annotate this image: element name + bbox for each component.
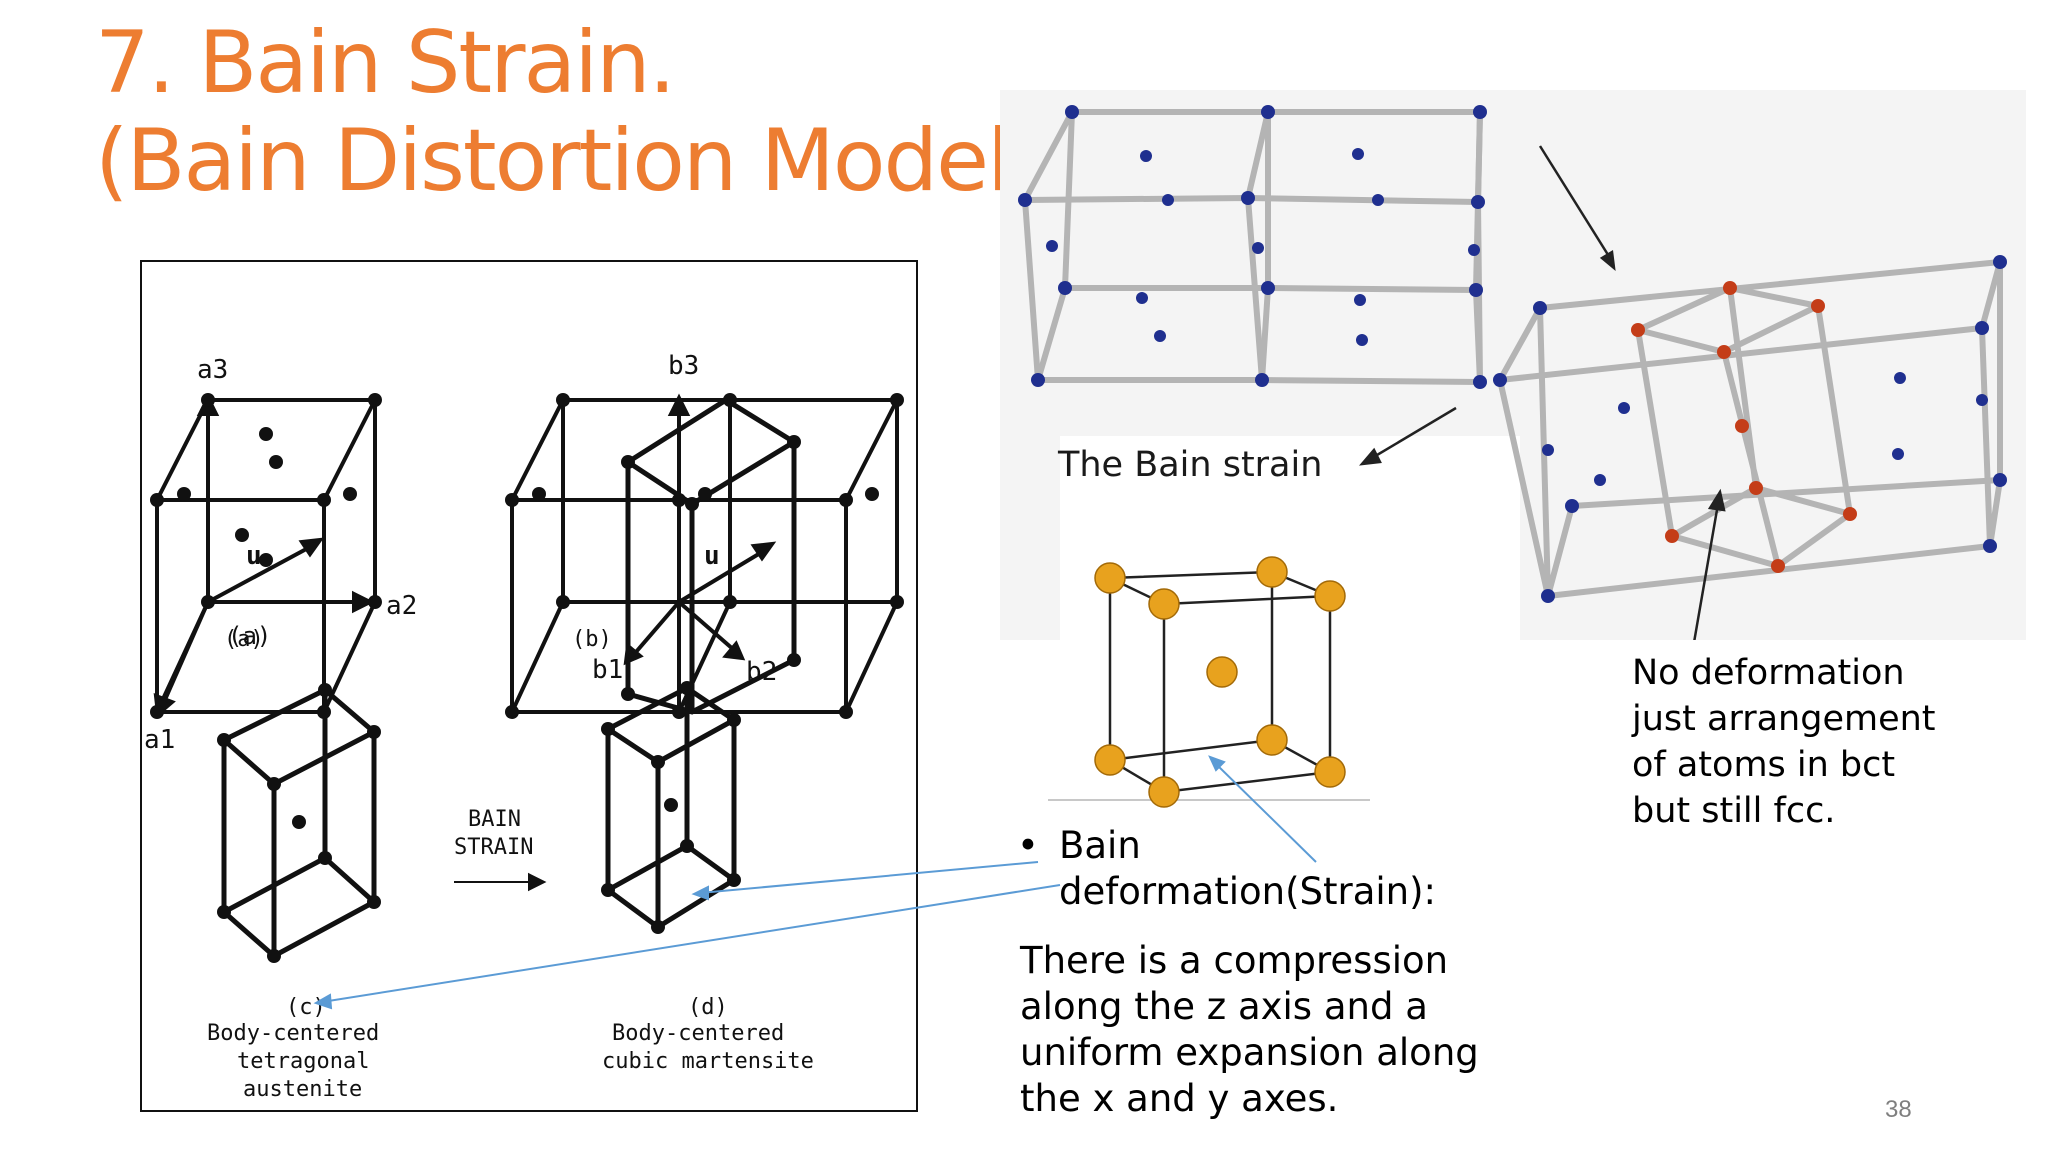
vector-a1 — [162, 601, 210, 703]
bullet-line-1: Bain — [1059, 824, 1141, 867]
note-line-3: of atoms in bct — [1632, 745, 1896, 785]
description-line-4: the x and y axes. — [1020, 1077, 1339, 1120]
fcc-lattice-figure — [1000, 90, 2026, 655]
cube-c-top — [219, 687, 379, 788]
label-a1: a1 — [144, 725, 175, 755]
caption-c-line-3: austenite — [243, 1077, 362, 1102]
vector-a2-head — [352, 590, 375, 614]
panel-a-text: (a) — [224, 627, 264, 652]
vector-u-head — [298, 537, 325, 558]
strain-description: There is a compression along the z axis … — [1020, 938, 1479, 1122]
bullet-line-2: deformation(Strain): — [1059, 870, 1437, 913]
caption-c-line-1: Body-centered — [207, 1021, 379, 1046]
label-u-b: u — [704, 541, 720, 571]
bct-top — [623, 397, 799, 507]
arrow-to-small-cell — [1371, 406, 1457, 460]
fcc-lattice-svg — [1000, 90, 2026, 655]
bullet-text: Bain deformation(Strain): — [1059, 823, 1436, 915]
page-number: 38 — [1885, 1096, 1912, 1123]
bcc-unit-cell-svg — [1048, 556, 1370, 808]
vector-b2 — [677, 600, 736, 652]
bain-strain-arrow-head — [528, 872, 547, 892]
bcc-top-face — [1109, 570, 1331, 606]
caption-d-line-2: cubic martensite — [602, 1049, 814, 1074]
cube-b-edges — [510, 399, 899, 713]
panel-b-text: (b) — [572, 627, 612, 652]
vector-u-b-head — [750, 541, 777, 562]
bct-inner-vertical-bars — [1635, 285, 1853, 569]
bain-strain-caption: The Bain strain — [1058, 445, 1323, 485]
slide-title-line-2: (Bain Distortion Model) — [95, 111, 1042, 211]
arrow-to-small-cell-head — [1358, 447, 1382, 466]
arrow-to-bct-head — [1599, 249, 1616, 271]
label-b2: b2 — [746, 657, 777, 687]
slide-title-line-1: 7. Bain Strain. — [95, 13, 676, 113]
note-line-2: just arrangement — [1632, 699, 1936, 739]
vector-u — [207, 545, 311, 604]
label-a2: a2 — [386, 591, 417, 621]
vector-b2-head — [722, 640, 746, 661]
bcc-unit-cell-figure — [1000, 440, 1500, 810]
caption-c-line-2: tetragonal — [237, 1049, 369, 1074]
bain-label-line-1: BAIN — [468, 807, 521, 832]
bcc-vertical-edges — [1108, 572, 1332, 792]
description-line-1: There is a compression — [1020, 939, 1449, 982]
label-b1: b1 — [592, 655, 623, 685]
arrow-to-bct-cell-head — [1707, 488, 1726, 512]
bct-sides — [625, 442, 797, 715]
vector-b3-head — [667, 393, 691, 416]
slide-title: 7. Bain Strain. (Bain Distortion Model) — [95, 13, 1042, 211]
label-b3: b3 — [668, 351, 699, 381]
arrow-to-bct — [1538, 145, 1612, 259]
note-line-1: No deformation — [1632, 653, 1905, 693]
panel-a-label: (a) — [228, 622, 271, 650]
caption-panel — [1060, 436, 1520, 640]
vector-u-b — [677, 550, 764, 604]
cube-d-sides — [605, 720, 737, 931]
panel-d-text: (d) — [688, 995, 728, 1020]
cube-a-edges — [155, 399, 377, 713]
bullet-dot: • — [1017, 824, 1039, 867]
no-deformation-note: No deformation just arrangement of atoms… — [1632, 650, 1936, 834]
vector-b1 — [634, 600, 681, 654]
caption-d-line-1: Body-centered — [612, 1021, 784, 1046]
lattice-diagram-svg: a3 a2 a1 u b3 b1 b2 u (a) (a) (a) (a) (b… — [144, 351, 904, 1102]
note-line-4: but still fcc. — [1632, 791, 1836, 831]
vector-b1-head — [623, 642, 644, 666]
cube-c-back — [222, 690, 376, 915]
description-line-3: uniform expansion along — [1020, 1031, 1479, 1074]
panel-c-text: (c) — [286, 995, 326, 1020]
bcc-bottom-face — [1106, 738, 1334, 794]
lattice-diagram-figure: a3 a2 a1 u b3 b1 b2 u (a) (a) (a) (a) (b… — [140, 260, 918, 1112]
cube-c-sides — [221, 732, 377, 960]
label-a3: a3 — [197, 355, 228, 385]
arrow-to-bct-cell — [1690, 503, 1720, 655]
description-line-2: along the z axis and a — [1020, 985, 1428, 1028]
label-u-a: u — [246, 541, 262, 571]
bain-label-line-2: STRAIN — [454, 835, 533, 860]
